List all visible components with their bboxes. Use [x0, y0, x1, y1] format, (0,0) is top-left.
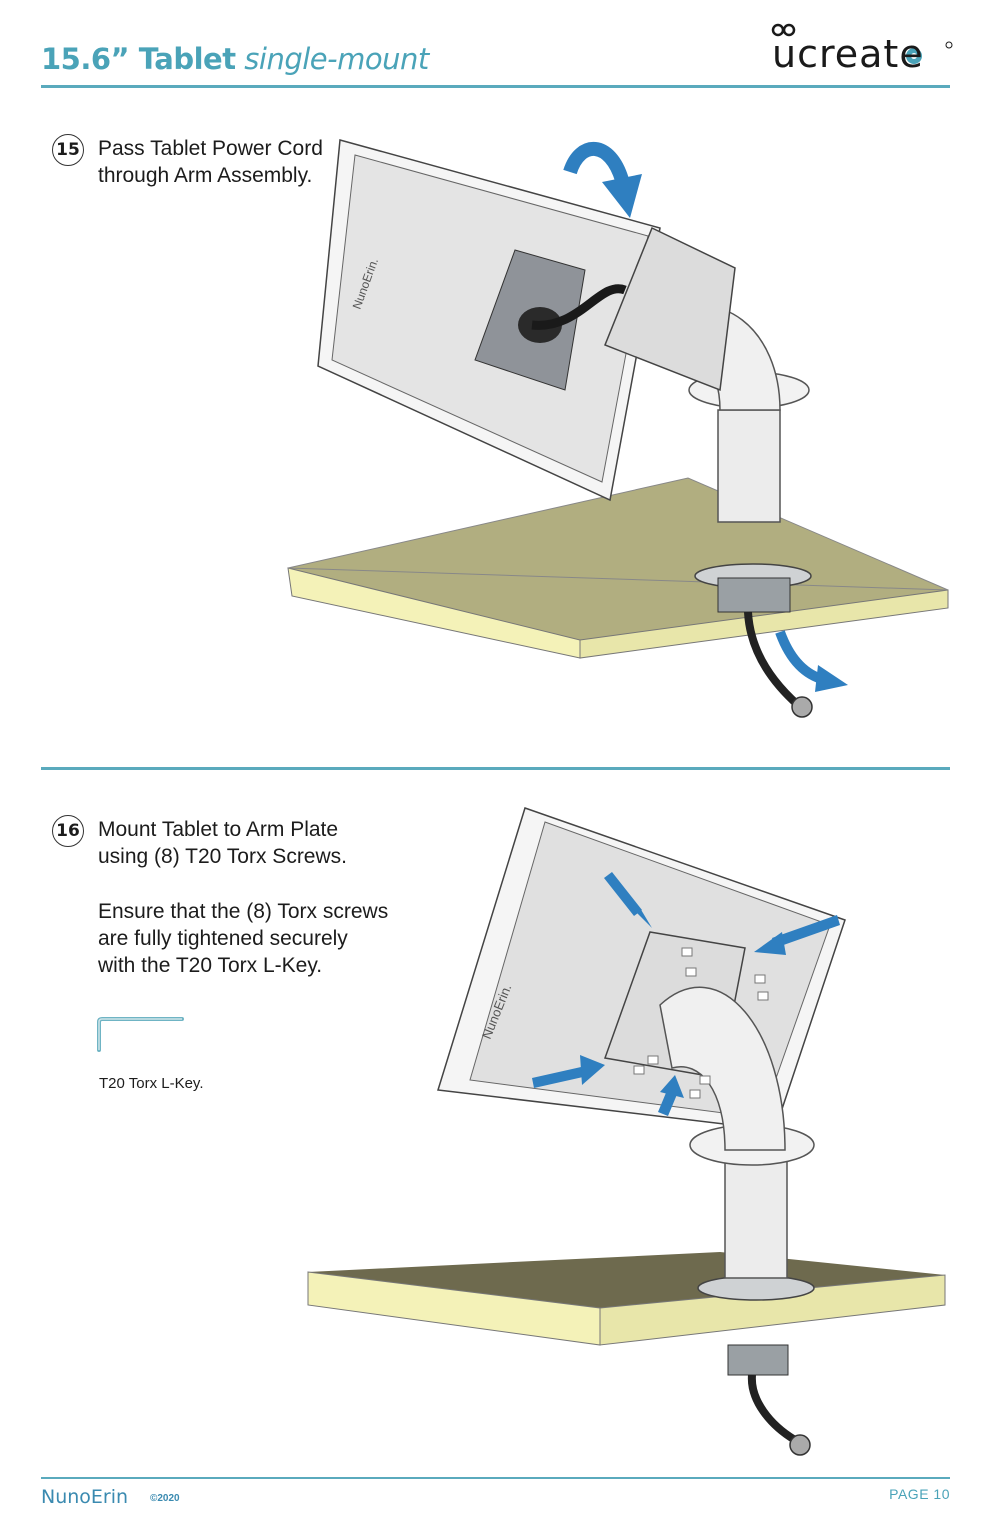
step-number: 16 — [52, 815, 84, 847]
step-number: 15 — [52, 134, 84, 166]
logo-text: ucreate — [772, 32, 924, 76]
header-rule — [41, 85, 950, 88]
lkey-label: T20 Torx L-Key. — [99, 1075, 204, 1092]
ucreate-logo: ucreate — [766, 20, 956, 80]
arm-plate — [604, 226, 736, 392]
shelf-edge-side — [599, 1274, 946, 1346]
arm-pole — [724, 1149, 788, 1279]
step-note: Ensure that the (8) Torx screws are full… — [98, 900, 389, 977]
page-title: 15.6” Tablet single-mount — [41, 42, 429, 76]
arm-elbow — [659, 986, 786, 1151]
torx-screws — [633, 947, 769, 1099]
screw-arrows-icon — [532, 872, 840, 1116]
shelf-edge-side — [579, 589, 949, 659]
title-italic: single-mount — [244, 42, 429, 76]
power-cord — [747, 1374, 798, 1444]
step-15-illustration: NunoErin. — [287, 139, 949, 718]
grommet — [697, 1275, 815, 1301]
footer-brand: NunoErin — [41, 1486, 129, 1508]
step-instruction: Mount Tablet to Arm Plate using (8) T20 … — [98, 818, 347, 868]
step-instruction: Pass Tablet Power Cord through Arm Assem… — [98, 137, 323, 187]
cord-plug — [791, 696, 813, 718]
page-number: PAGE 10 — [889, 1486, 950, 1502]
section-rule — [41, 767, 950, 770]
rotate-arrow-icon — [563, 141, 629, 183]
arm-pole — [717, 409, 781, 523]
footer-copyright: ©2020 — [150, 1493, 180, 1504]
torx-lkey-icon — [97, 1017, 184, 1052]
title-bold: 15.6” Tablet — [41, 42, 236, 76]
cord-plug — [789, 1434, 811, 1456]
power-cord — [744, 611, 801, 708]
footer-rule — [41, 1477, 950, 1479]
logo-eyes-icon — [771, 23, 953, 64]
step-16-illustration: NunoErin. — [307, 807, 946, 1456]
